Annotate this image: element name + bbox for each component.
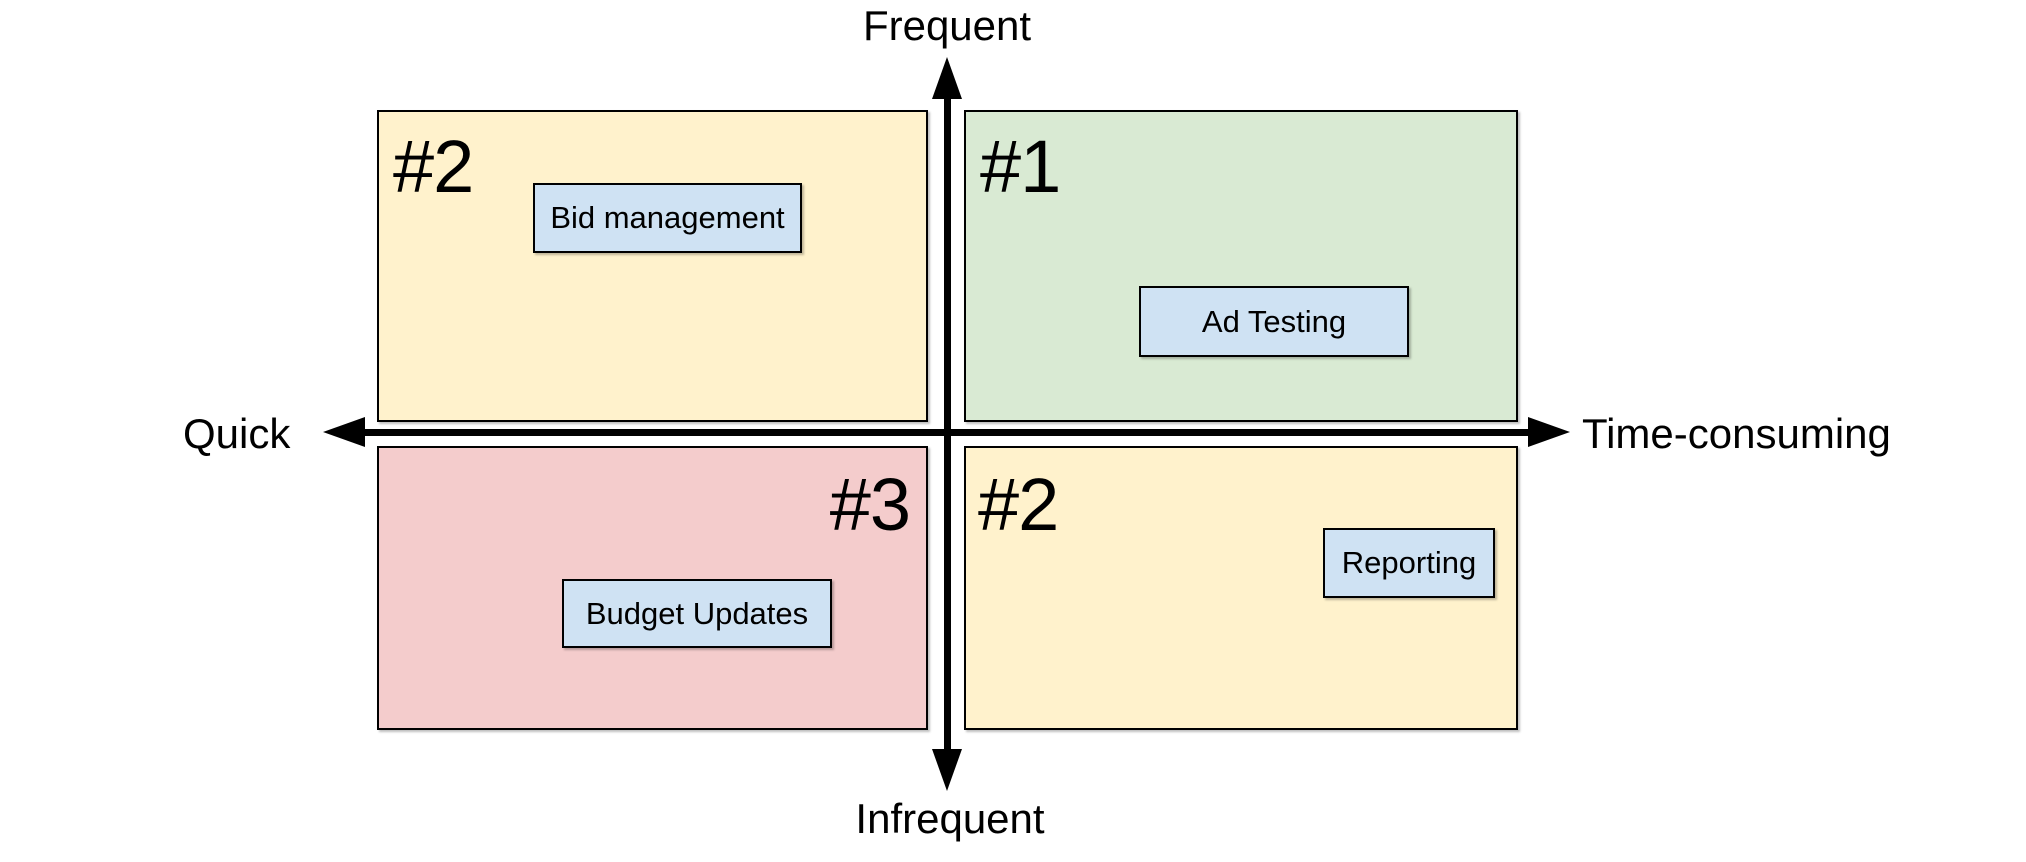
task-box-ad-testing: Ad Testing bbox=[1139, 286, 1409, 357]
arrowhead-down-icon bbox=[932, 749, 962, 791]
x-axis-right-label: Time-consuming bbox=[1582, 410, 1891, 457]
task-box-bid-management: Bid management bbox=[533, 183, 802, 253]
quadrant-rank-label: #1 bbox=[980, 125, 1061, 208]
arrowhead-right-icon bbox=[1528, 417, 1570, 447]
quadrant-rank-label: #2 bbox=[978, 463, 1059, 546]
task-box-reporting: Reporting bbox=[1323, 528, 1495, 598]
y-axis-line bbox=[944, 90, 951, 755]
quadrant-rank-label: #2 bbox=[393, 125, 474, 208]
quadrant-bottom-left: #3 Budget Updates bbox=[377, 446, 928, 730]
arrowhead-left-icon bbox=[323, 417, 365, 447]
arrowhead-up-icon bbox=[932, 57, 962, 99]
task-box-budget-updates: Budget Updates bbox=[562, 579, 832, 648]
y-axis-bottom-label: Infrequent bbox=[855, 795, 1045, 842]
x-axis-left-label: Quick bbox=[183, 410, 291, 457]
quadrant-bottom-right: #2 Reporting bbox=[964, 446, 1518, 730]
quadrant-top-left: #2 Bid management bbox=[377, 110, 928, 422]
x-axis-line bbox=[358, 429, 1535, 436]
quadrant-top-right: #1 Ad Testing bbox=[964, 110, 1518, 422]
y-axis-top-label: Frequent bbox=[862, 2, 1032, 49]
quadrant-rank-label: #3 bbox=[829, 463, 911, 546]
